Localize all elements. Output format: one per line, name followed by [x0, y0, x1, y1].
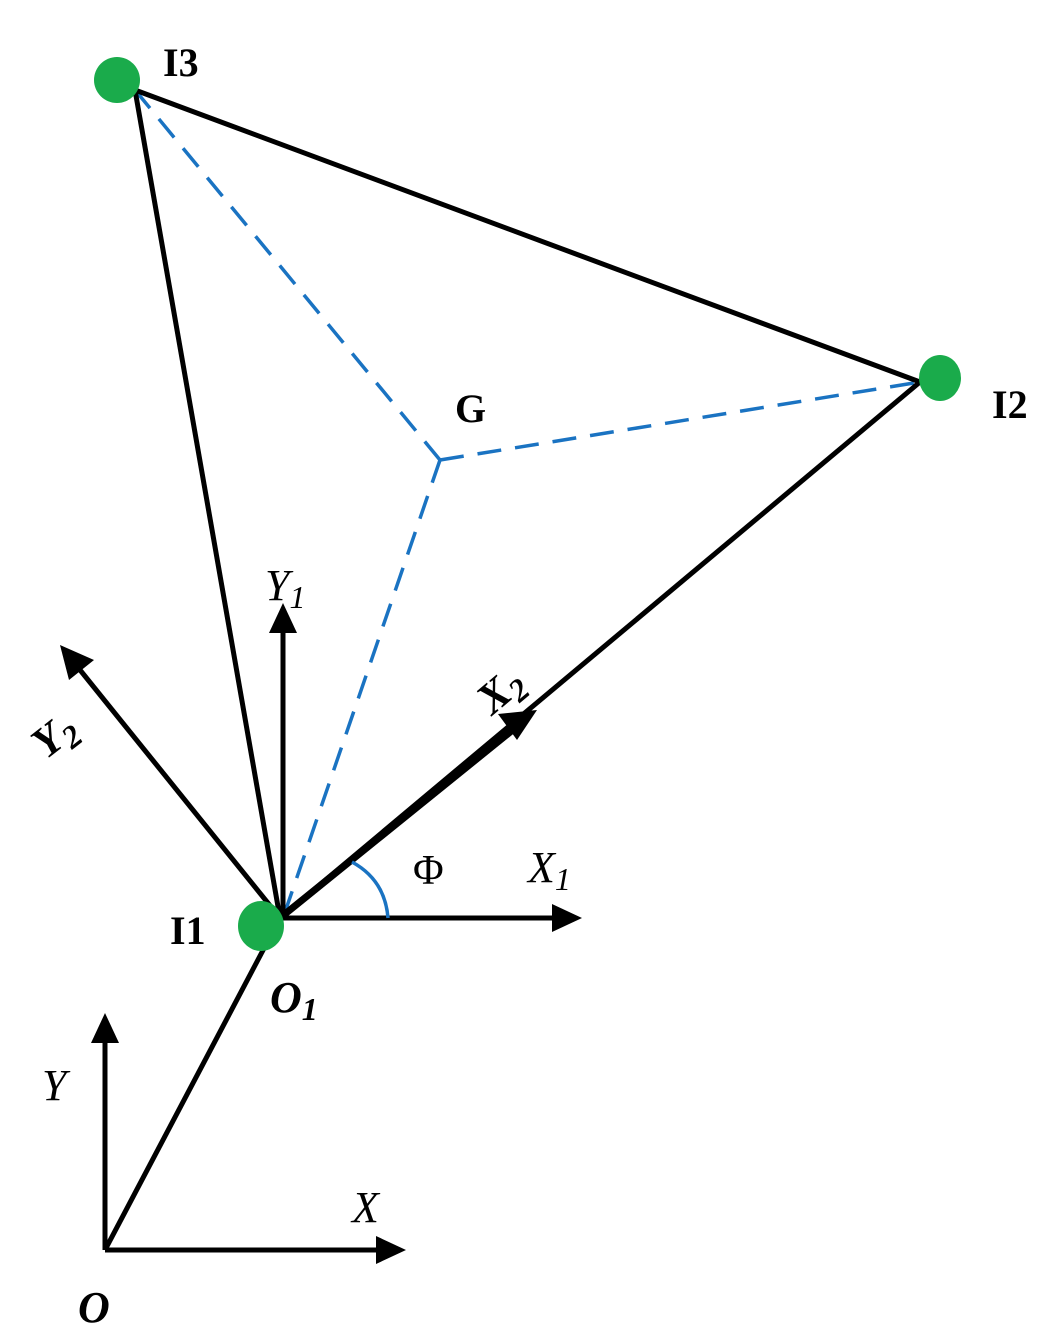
axis-x2-arrowhead [498, 710, 537, 740]
axis-y1-arrowhead [269, 603, 297, 633]
nodes [94, 57, 961, 951]
phi-angle-arc [351, 860, 390, 919]
frame-o [91, 1013, 406, 1264]
label-y2: Y2 [22, 703, 89, 772]
label-g: G [455, 386, 486, 431]
axis-x2 [277, 721, 523, 921]
dashed-line-g-i1 [281, 459, 442, 919]
frame-o1 [269, 603, 582, 932]
axis-y2 [70, 658, 282, 920]
label-y1: Y1 [265, 561, 305, 615]
frame-rotated [60, 645, 537, 921]
label-y: Y [42, 1061, 71, 1110]
edge-i1-i3 [132, 89, 283, 919]
label-x1-sub: 1 [555, 861, 571, 897]
label-i3: I3 [163, 40, 199, 85]
label-o1-sub: 1 [302, 991, 318, 1027]
label-x1: X1 [526, 843, 571, 897]
node-i2 [919, 355, 961, 401]
triangle [132, 87, 922, 920]
node-i1 [238, 901, 284, 951]
label-y1-sub: 1 [289, 579, 305, 615]
axis-y2-arrowhead [60, 645, 94, 680]
label-i2: I2 [992, 382, 1028, 427]
label-o1: O1 [270, 973, 318, 1027]
dashed-line-g-i2 [439, 380, 921, 462]
label-x: X [350, 1183, 381, 1232]
label-o: O [78, 1283, 110, 1332]
label-y1-main: Y [265, 561, 294, 610]
axis-x-arrowhead [376, 1236, 406, 1264]
axis-y-arrowhead [91, 1013, 119, 1043]
axis-x1-arrowhead [552, 904, 582, 932]
dashed-line-g-i3 [133, 88, 442, 462]
position-vector-o-o1 [102, 916, 283, 1252]
label-i1: I1 [170, 908, 206, 953]
label-o1-main: O [270, 973, 302, 1022]
label-x1-main: X [526, 843, 557, 892]
centroid-dashed-lines [133, 88, 921, 919]
label-phi: Φ [413, 848, 444, 894]
node-i3 [94, 57, 140, 103]
edge-i3-i2 [134, 87, 921, 385]
